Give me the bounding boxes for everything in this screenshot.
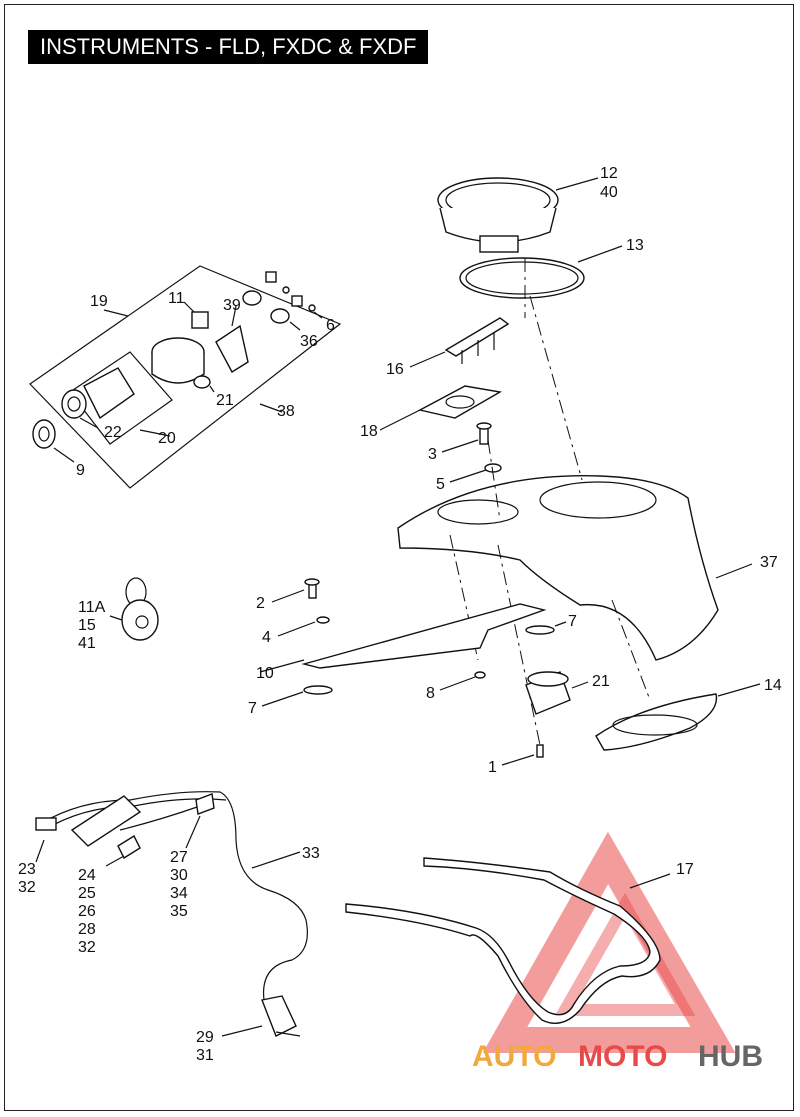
watermark-logo: AUTO MOTO HUB	[472, 831, 763, 1073]
instrument-console	[397, 475, 719, 661]
wiring-shield-plate	[301, 603, 547, 669]
callout-13: 13	[626, 237, 644, 254]
callout-7-right: 7	[568, 613, 577, 630]
callout-19: 19	[90, 293, 108, 310]
speedometer-bezel	[437, 177, 559, 253]
callout-11: 11	[168, 290, 185, 307]
clip-11	[191, 311, 209, 329]
clip-7b	[303, 685, 333, 695]
callout-34: 34	[170, 885, 188, 902]
callout-3: 3	[428, 446, 437, 463]
callout-12: 12	[600, 165, 618, 182]
callout-29: 29	[196, 1029, 214, 1046]
lamp-socket-a	[242, 290, 262, 306]
lamp-socket-b	[270, 308, 290, 324]
connector-27	[195, 793, 215, 815]
callout-32-b: 32	[78, 939, 96, 956]
clip-7a	[525, 625, 555, 635]
callout-23: 23	[18, 861, 36, 878]
screw-1	[536, 744, 544, 758]
ignition-switch	[61, 389, 87, 419]
callout-36: 36	[300, 333, 318, 350]
callout-39: 39	[223, 297, 241, 314]
callout-20: 20	[158, 430, 176, 447]
trim-strip	[345, 857, 661, 1024]
lower-bezel	[595, 693, 718, 751]
callout-30: 30	[170, 867, 188, 884]
callout-35: 35	[170, 903, 188, 920]
callout-15: 15	[78, 617, 96, 634]
callout-labels: 12 40 13 16 18 3 5 37 19 11 39 6 36 21 3…	[18, 165, 782, 1064]
bracket-39	[215, 324, 249, 373]
main-harness	[39, 791, 308, 1001]
callout-6: 6	[326, 317, 335, 334]
nut	[474, 671, 486, 679]
diagram-title: INSTRUMENTS - FLD, FXDC & FXDF	[28, 30, 429, 64]
callout-38: 38	[277, 403, 295, 420]
callout-25: 25	[78, 885, 96, 902]
callout-37: 37	[760, 554, 778, 571]
connector-29	[261, 995, 297, 1037]
callout-1: 1	[488, 759, 497, 776]
callout-32-a: 32	[18, 879, 36, 896]
callout-22: 22	[104, 424, 122, 441]
callout-26: 26	[78, 903, 96, 920]
kit-outline	[29, 265, 342, 489]
callout-41: 41	[78, 635, 96, 652]
key-fob	[121, 599, 159, 641]
mounting-gasket	[418, 385, 503, 419]
callout-24: 24	[78, 867, 96, 884]
callout-17: 17	[676, 861, 694, 878]
bezel-washer	[32, 419, 56, 449]
callout-33: 33	[302, 845, 320, 862]
callout-21-lower: 21	[592, 673, 610, 690]
callout-28: 28	[78, 921, 96, 938]
watermark-hub: HUB	[698, 1040, 763, 1073]
callout-18: 18	[360, 423, 378, 440]
callout-14: 14	[764, 677, 782, 694]
callout-27: 27	[170, 849, 188, 866]
callout-8: 8	[426, 685, 435, 702]
callout-5: 5	[436, 476, 445, 493]
connector-23	[35, 817, 57, 831]
callout-2: 2	[256, 595, 265, 612]
callout-11A: 11A	[78, 599, 106, 616]
callout-10: 10	[256, 665, 274, 682]
connector-block	[70, 795, 142, 847]
connector-24	[117, 834, 141, 860]
callout-16: 16	[386, 361, 404, 378]
callout-21-upper: 21	[216, 392, 234, 409]
washer-4	[316, 616, 330, 624]
diagram-frame	[4, 4, 794, 1111]
callout-7-left: 7	[248, 700, 257, 717]
callout-40: 40	[600, 184, 618, 201]
gasket-ring	[459, 257, 585, 299]
watermark-auto: AUTO	[472, 1040, 556, 1073]
mounting-bracket	[444, 317, 510, 357]
callout-31: 31	[196, 1047, 214, 1064]
watermark-moto: MOTO	[578, 1040, 667, 1073]
callout-9: 9	[76, 462, 85, 479]
callout-4: 4	[262, 629, 271, 646]
